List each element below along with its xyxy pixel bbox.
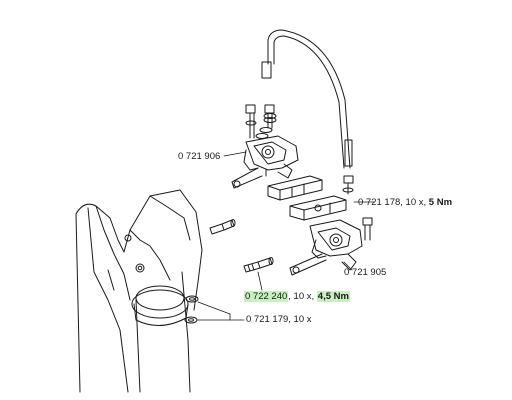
fork-frame [75, 189, 203, 393]
part-number: 0 721 178 [358, 197, 401, 208]
caliper-0721905 [289, 219, 363, 276]
part-number: 0 721 906 [178, 151, 221, 162]
bolt-0722240 [243, 257, 274, 273]
label-0722240: 0 722 240, 10 x, 4,5 Nm [244, 291, 350, 303]
label-0721905: 0 721 905 [344, 267, 386, 279]
label-0721179: 0 721 179, 10 x [246, 314, 312, 326]
label-0721178: 0 721 178, 10 x, 5 Nm [358, 197, 452, 209]
caliper-0721906 [231, 135, 299, 189]
quantity: , 10 x, [288, 291, 317, 302]
quantity: , 10 x, [400, 197, 429, 208]
label-0721906: 0 721 906 [178, 151, 220, 163]
upper-bolt-stack [245, 104, 277, 139]
part-number: 0 721 905 [344, 267, 387, 278]
washer-0721179 [184, 295, 199, 324]
torque-value-highlighted: 4,5 Nm [316, 291, 350, 302]
leader-lines [197, 151, 375, 321]
part-number: 0 721 179 [246, 314, 289, 325]
brake-shoe-lower [289, 195, 347, 221]
torque-value: 5 Nm [428, 197, 453, 208]
cable-screw [342, 175, 354, 195]
quantity: , 10 x [288, 314, 312, 325]
screw-0721178 [362, 217, 373, 241]
pin-upper [209, 219, 236, 235]
part-number-highlighted: 0 722 240 [244, 291, 289, 302]
brake-shoe-upper [267, 175, 323, 201]
brake-cable-housing [261, 29, 353, 169]
